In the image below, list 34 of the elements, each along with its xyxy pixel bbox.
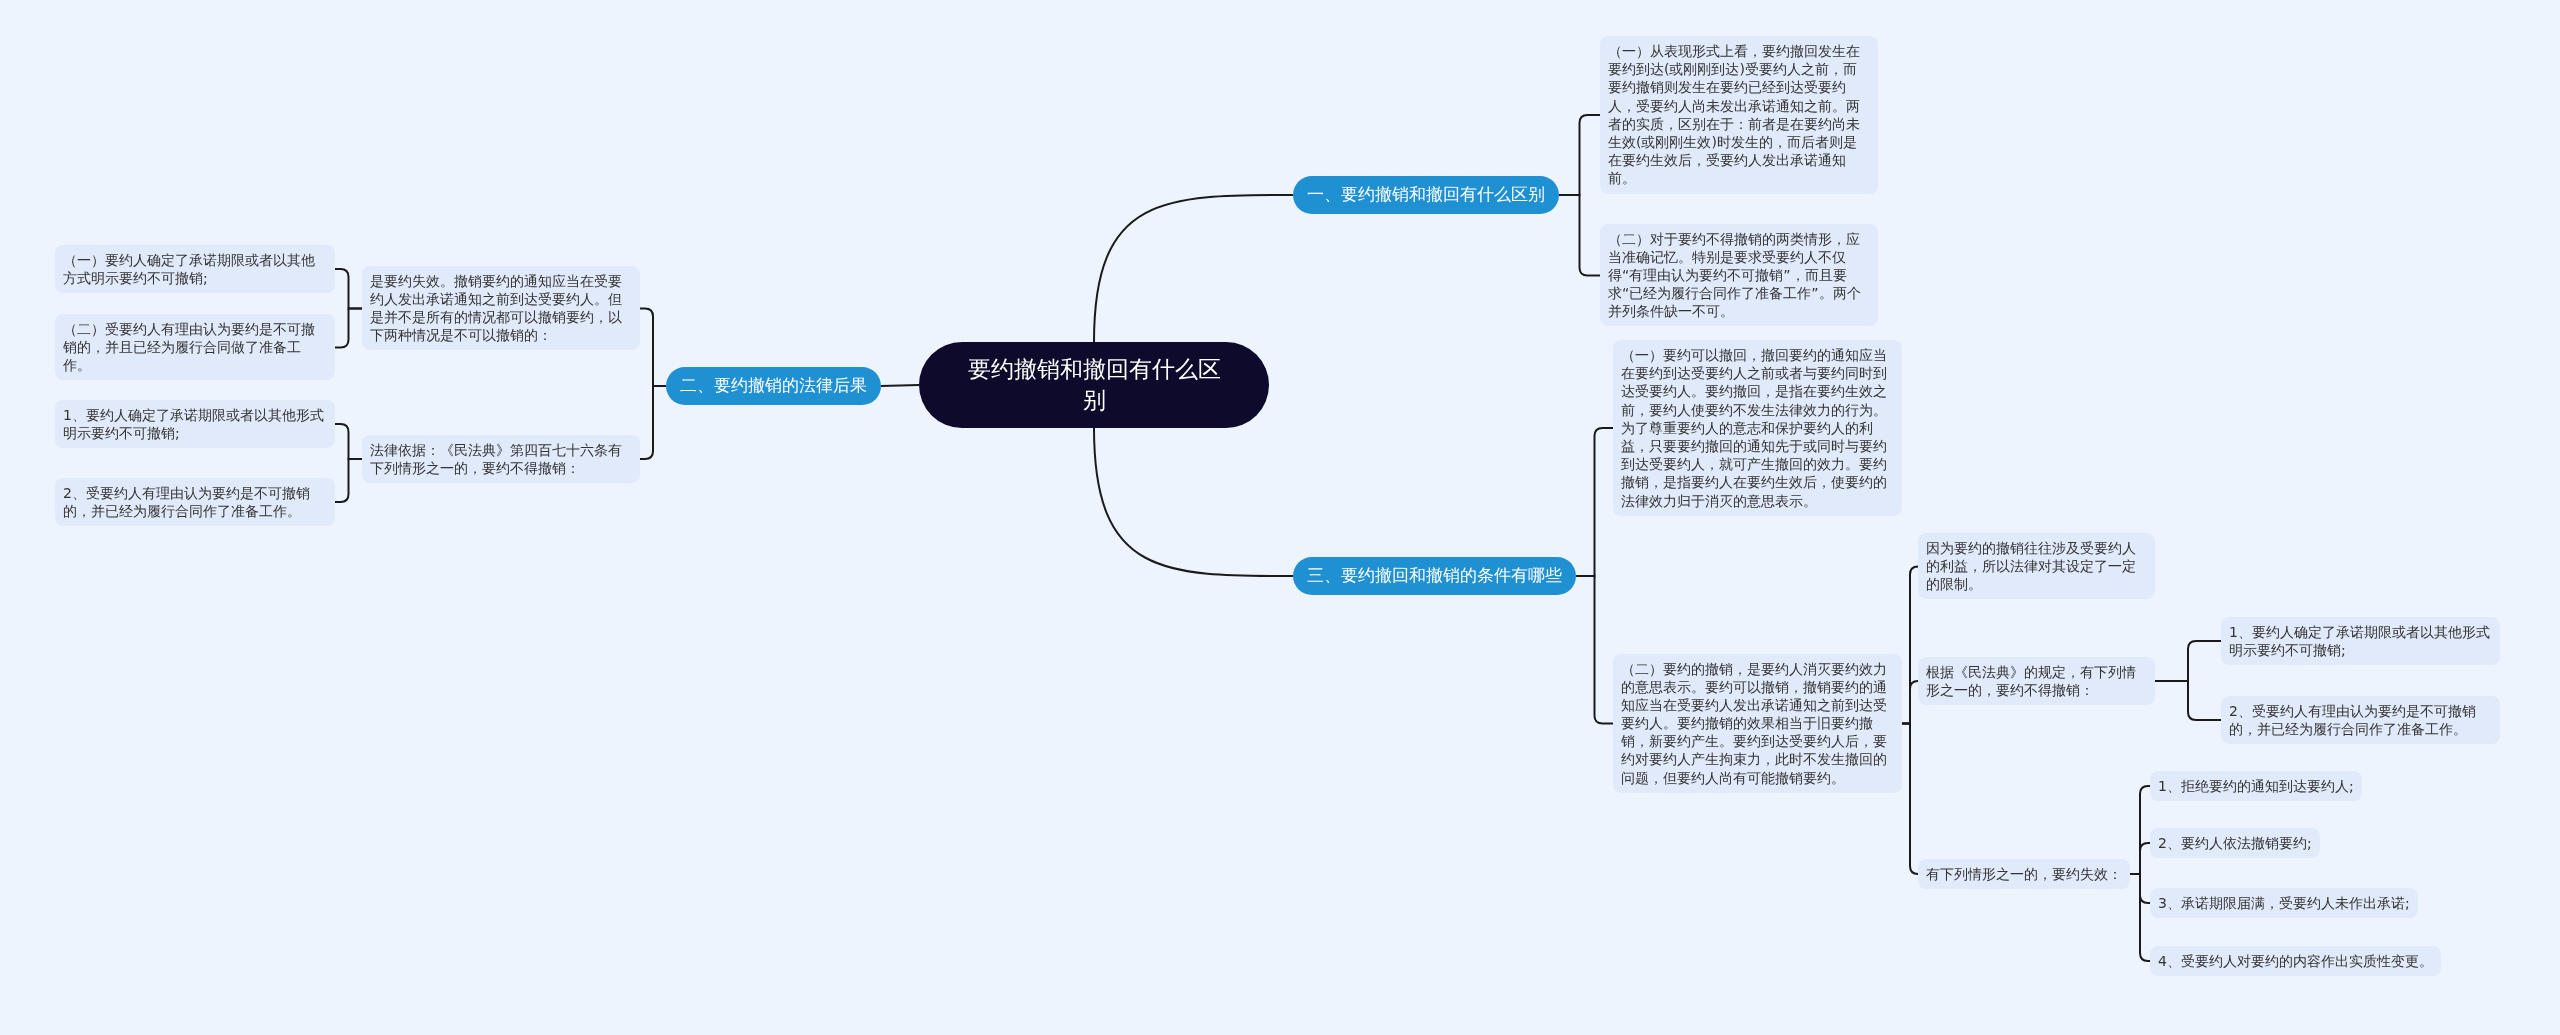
text-box: （二）对于要约不得撤销的两类情形，应当准确记忆。特别是要求受要约人不仅得“有理由认为要约不可撤销”，而且要求“已经为履行合同作了准备工作”。两个并列条件缺一不可。 [1600,223,1878,327]
text-box: 根据《民法典》的规定，有下列情形之一的，要约不得撤销： [1918,657,2155,706]
connector-line [1575,575,1614,725]
text-box: （一）要约可以撤回，撤回要约的通知应当在要约到达受要约人之前或者与要约同时到达受要约人。要约撤回，是指在要约生效之前，要约人使要约不发生法律效力的行为。为了尊重要约人的意志和保护要约人的利益，只要要约撤回的通知先于或同时与要约到达受要约人，就可产生撤回的效力。要约撤销，是指要约人在要约生效后，使要约的法律效力归于消灭的意思表示。 [1613,340,1902,516]
text-box: （一）要约人确定了承诺期限或者以其他方式明示要约不可撤销; [55,245,335,294]
text-box: （二）受要约人有理由认为要约是不可撤销的，并且已经为履行合同做了准备工作。 [55,313,335,381]
connector-line [1093,427,1294,577]
connector-line [334,458,363,503]
text-box: 有下列情形之一的，要约失效： [1918,859,2130,890]
topic-box: 三、要约撤回和撤销的条件有哪些 [1293,557,1576,595]
text-box: 3、承诺期限届满，受要约人未作出承诺; [2150,888,2418,919]
topic-box: 二、要约撤销的法律后果 [666,367,881,405]
topic-box: 一、要约撤销和撤回有什么区别 [1293,176,1559,214]
text-box: 因为要约的撤销往往涉及受要约人的利益，所以法律对其设定了一定的限制。 [1918,532,2155,600]
text-box: 2、要约人依法撤销要约; [2150,828,2320,859]
text-box: （一）从表现形式上看，要约撤回发生在要约到达(或刚刚到达)受要约人之前，而要约撤销则发生在要约已经到达受要约人，受要约人尚未发出承诺通知之前。两者的实质，区别在于：前者是在要约尚未生效(或刚刚生效)时发生的，而后者则是在要约生效后，受要约人发出承诺通知前。 [1600,36,1878,194]
connector-line [639,385,667,460]
connector-line [1558,194,1601,277]
connector-line [1901,722,1919,875]
connector-line [334,307,363,349]
text-box: 1、拒绝要约的通知到达要约人; [2150,771,2362,802]
text-box: 2、受要约人有理由认为要约是不可撤销的，并已经为履行合同作了准备工作。 [2221,696,2500,745]
central-topic: 要约撤销和撤回有什么区别 [919,342,1269,429]
connector-line [1093,194,1294,343]
text-box: 1、要约人确定了承诺期限或者以其他形式明示要约不可撤销; [2221,617,2500,666]
connector-line [880,384,920,387]
text-box: 1、要约人确定了承诺期限或者以其他形式明示要约不可撤销; [55,400,335,449]
text-box: （二）要约的撤销，是要约人消灭要约效力的意思表示。要约可以撤销，撤销要约的通知应当在受要约人发出承诺通知之前到达受要约人。要约撤销的效果相当于旧要约撤销，新要约产生。要约到达受要约人后，要约对要约人产生拘束力，此时不发生撤回的问题，但要约人尚有可能撤销要约。 [1613,653,1902,793]
text-box: 2、受要约人有理由认为要约是不可撤销的，并已经为履行合同作了准备工作。 [55,478,335,527]
text-box: 4、受要约人对要约的内容作出实质性变更。 [2150,946,2441,977]
connector-line [2154,680,2222,721]
text-box: 是要约失效。撤销要约的通知应当在受要约人发出承诺通知之前到达受要约人。但是并不是所有的情况都可以撤销要约，以下两种情况是不可以撤销的： [362,265,640,351]
text-box: 法律依据：《民法典》第四百七十六条有下列情形之一的，要约不得撤销： [362,435,640,484]
connector-line [2129,873,2151,962]
